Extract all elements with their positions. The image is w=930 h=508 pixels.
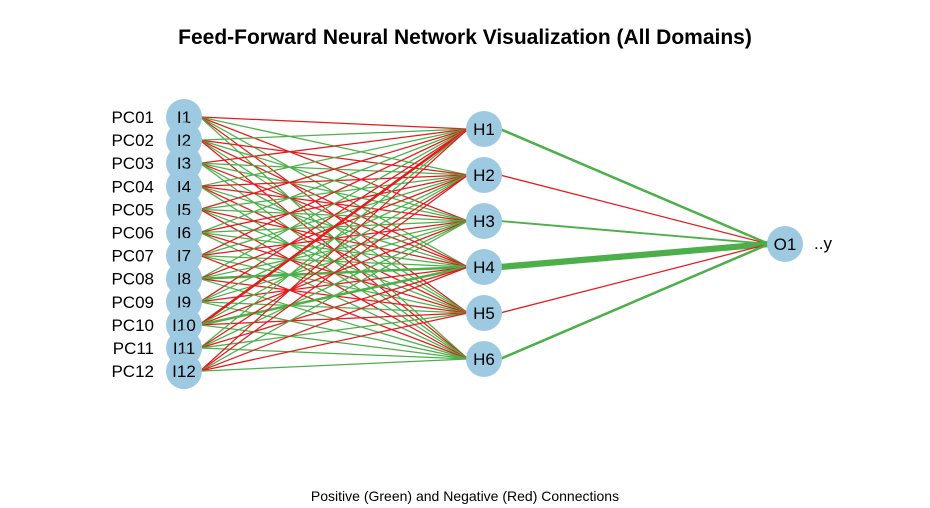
- edge-i12-h5: [199, 312, 469, 372]
- edge-i1-h1: [199, 116, 469, 130]
- output-node-1: O1: [767, 226, 803, 262]
- edge-h4-o1: [499, 240, 770, 271]
- input-node-7-label: I7: [177, 247, 191, 266]
- edge-i12-h6: [199, 358, 469, 372]
- input-node-10-label: I10: [172, 316, 196, 335]
- hidden-node-3-circle: [466, 203, 502, 239]
- input-node-4-label: I4: [177, 177, 191, 196]
- hidden-node-5: H5: [466, 295, 502, 331]
- input-variable-2: PC02: [111, 131, 154, 150]
- edge-i11-h1: [199, 128, 469, 349]
- edge-i5-h1: [199, 128, 469, 210]
- input-variable-9: PC09: [111, 293, 154, 312]
- hidden-node-1-label: H1: [473, 120, 495, 139]
- input-variable-6: PC06: [111, 224, 154, 243]
- edge-h5-o1: [499, 243, 770, 314]
- hidden-node-2: H2: [466, 157, 502, 193]
- edge-i3-h1: [199, 128, 469, 164]
- hidden-node-6-circle: [466, 341, 502, 377]
- input-node-12: I12: [166, 353, 202, 390]
- edge-i11-h4: [199, 266, 469, 349]
- edge-i12-h4: [199, 266, 469, 372]
- edge-i12-h1: [199, 128, 469, 372]
- output-node-1-circle: [767, 226, 803, 262]
- hidden-node-4-label: H4: [473, 258, 495, 277]
- input-node-11-label: I11: [173, 339, 195, 358]
- edge-h1-o1: [499, 127, 770, 246]
- input-variable-3: PC03: [111, 154, 154, 173]
- input-node-9-label: I9: [177, 293, 191, 312]
- edge-i9-h1: [199, 128, 469, 303]
- input-variable-11: PC11: [113, 339, 154, 358]
- input-node-1-label: I1: [177, 108, 191, 127]
- input-node-6-label: I6: [177, 224, 191, 243]
- edge-i2-h1: [199, 128, 469, 141]
- edge-i6-h1: [199, 128, 469, 234]
- hidden-node-5-circle: [466, 295, 502, 331]
- page-title: Feed-Forward Neural Network Visualizatio…: [178, 26, 752, 49]
- input-variable-12: PC12: [111, 362, 154, 381]
- input-variable-1: PC01: [111, 108, 154, 127]
- edge-i11-h2: [199, 174, 469, 349]
- hidden-node-5-label: H5: [473, 304, 495, 323]
- edge-h6-o1: [499, 242, 770, 361]
- edge-h3-o1: [499, 220, 770, 245]
- input-variable-10: PC10: [111, 316, 154, 335]
- output-variable: ..y: [814, 234, 832, 253]
- caption: Positive (Green) and Negative (Red) Conn…: [310, 488, 620, 504]
- hidden-node-6-label: H6: [473, 350, 495, 369]
- input-node-5-label: I5: [177, 200, 191, 219]
- variable-labels: PC01PC02PC03PC04PC05PC06PC07PC08PC09PC10…: [111, 108, 832, 381]
- input-variable-5: PC05: [111, 200, 154, 219]
- input-node-8-label: I8: [177, 270, 191, 289]
- edge-i11-h6: [199, 347, 469, 360]
- input-node-3-label: I3: [177, 154, 191, 173]
- output-node-1-label: O1: [774, 235, 797, 254]
- input-node-12-circle: [166, 353, 202, 390]
- hidden-node-2-circle: [466, 157, 502, 193]
- input-node-2-label: I2: [177, 131, 191, 150]
- hidden-node-3-label: H3: [473, 212, 495, 231]
- edge-i10-h1: [199, 127, 469, 326]
- hidden-node-1: H1: [466, 111, 502, 147]
- connections: [199, 116, 770, 372]
- input-variable-8: PC08: [111, 270, 154, 289]
- edge-i11-h3: [199, 220, 469, 349]
- edge-i12-h3: [199, 220, 469, 372]
- hidden-node-6: H6: [466, 341, 502, 377]
- edge-i11-h5: [199, 312, 469, 349]
- input-node-12-label: I12: [172, 362, 196, 381]
- edge-i8-h1: [199, 128, 469, 280]
- input-variable-4: PC04: [111, 177, 154, 196]
- hidden-node-1-circle: [466, 111, 502, 147]
- hidden-node-4-circle: [466, 249, 502, 285]
- input-variable-7: PC07: [111, 247, 154, 266]
- hidden-node-3: H3: [466, 203, 502, 239]
- edge-i7-h1: [199, 128, 469, 257]
- edge-i12-h2: [199, 174, 469, 372]
- edge-i4-h1: [199, 128, 469, 187]
- edge-h2-o1: [499, 174, 770, 245]
- hidden-node-2-label: H2: [473, 166, 495, 185]
- hidden-node-4: H4: [466, 249, 502, 285]
